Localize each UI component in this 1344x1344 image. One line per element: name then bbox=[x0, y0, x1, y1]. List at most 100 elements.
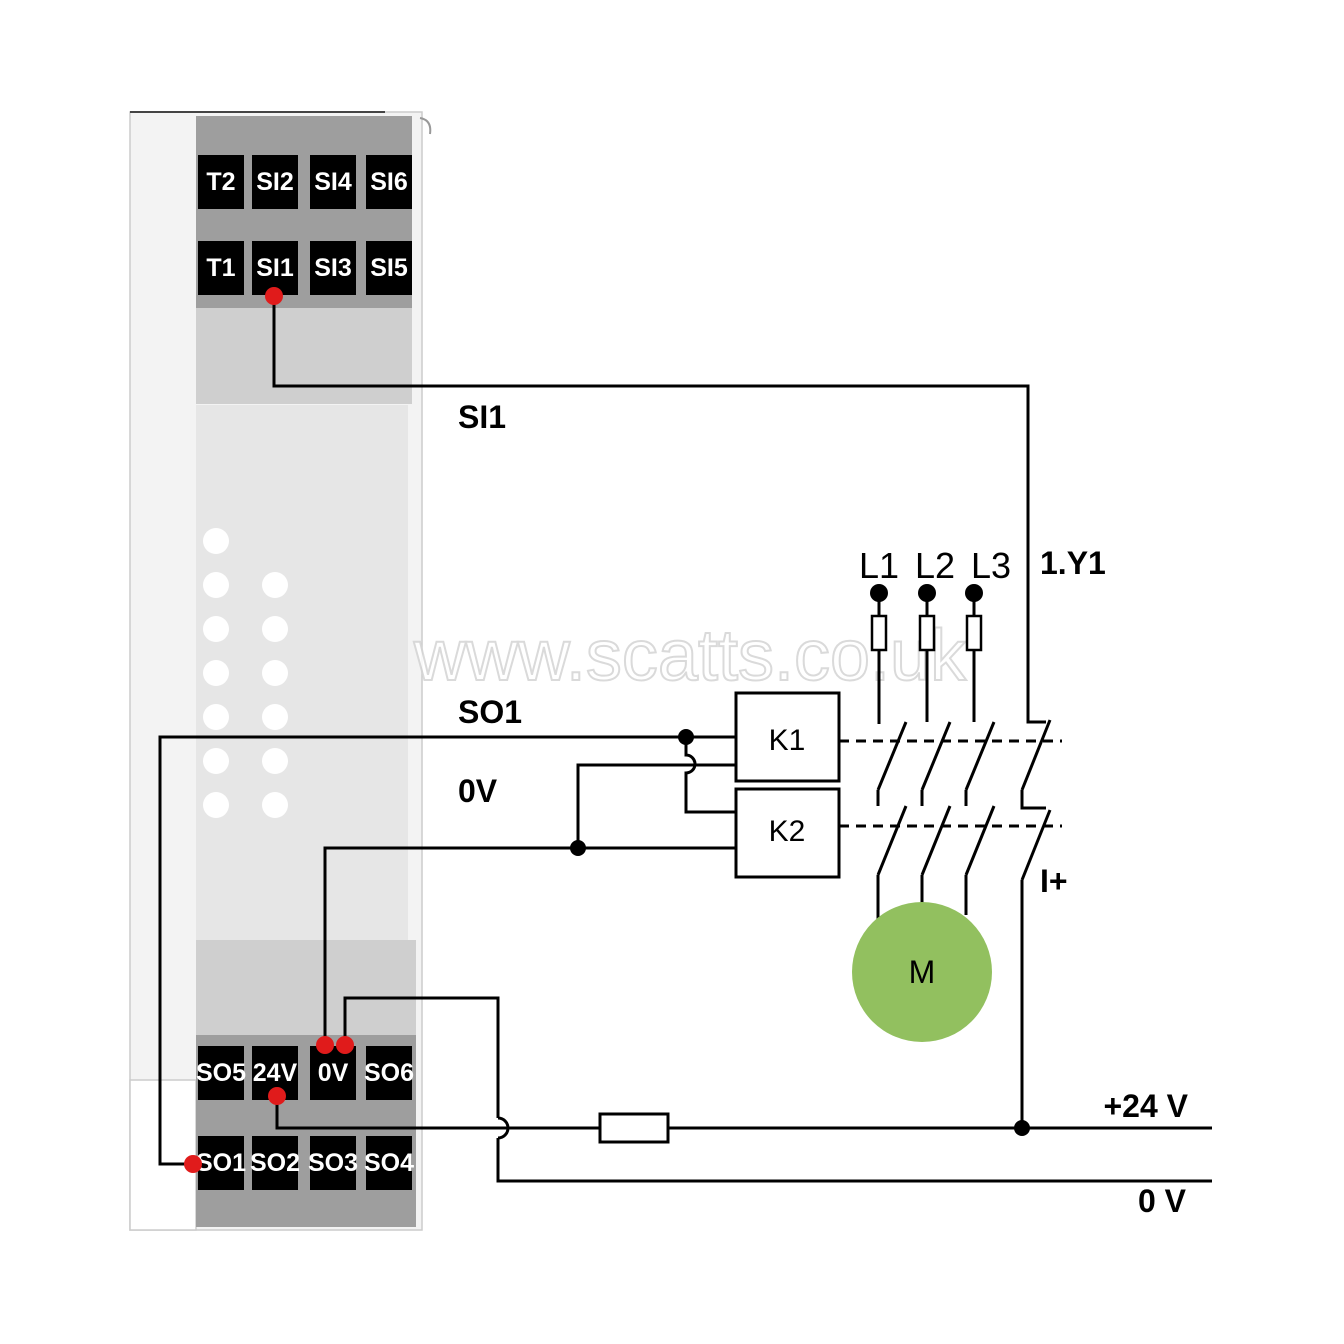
terminal-row-top-upper: T2 SI2 SI4 SI6 bbox=[198, 155, 412, 209]
wires bbox=[158, 296, 1212, 1183]
label-1y1: 1.Y1 bbox=[1040, 545, 1106, 581]
label-0v-rail: 0 V bbox=[1138, 1183, 1187, 1219]
terminal-body bbox=[310, 1046, 356, 1100]
wire-y1-stub bbox=[1026, 720, 1046, 724]
phase-l1 bbox=[870, 584, 908, 920]
terminal-so3: SO3 bbox=[308, 1136, 358, 1190]
wire-so1 bbox=[158, 735, 736, 1166]
wire-so1-k2 bbox=[684, 737, 736, 814]
terminal-label: SI1 bbox=[256, 254, 294, 282]
bottom-terminal-cover bbox=[196, 940, 416, 1035]
terminal-label: SO6 bbox=[364, 1059, 414, 1087]
label-0v: 0V bbox=[458, 773, 498, 809]
contactor-k1: K1 bbox=[734, 691, 841, 783]
contact-l3-k1 bbox=[964, 721, 996, 791]
contact-l1-k2 bbox=[876, 805, 908, 876]
wire-si1 bbox=[272, 296, 1030, 720]
terminal-so4: SO4 bbox=[364, 1136, 414, 1190]
terminal-label: SO5 bbox=[196, 1059, 246, 1087]
terminal-body bbox=[310, 1136, 356, 1190]
contact-l2-k1 bbox=[920, 721, 952, 791]
wire-0v-rail-down bbox=[343, 996, 500, 1118]
terminal-label: SI3 bbox=[314, 254, 352, 282]
label-si1: SI1 bbox=[458, 399, 506, 435]
terminal-body bbox=[366, 241, 412, 295]
label-so1: SO1 bbox=[458, 694, 522, 730]
terminal-si6: SI6 bbox=[366, 155, 412, 209]
terminal-t2: T2 bbox=[198, 155, 244, 209]
label-l1: L1 bbox=[859, 545, 899, 586]
terminal-body bbox=[310, 241, 356, 295]
k1-label: K1 bbox=[769, 724, 806, 757]
connection-0v-b bbox=[336, 1036, 354, 1054]
fuse-l3 bbox=[965, 614, 983, 652]
module-center-panel bbox=[196, 405, 408, 940]
fuse-l1 bbox=[870, 614, 888, 652]
junction-24v bbox=[1014, 1120, 1030, 1136]
label-i-plus: I+ bbox=[1040, 863, 1068, 899]
terminal-body bbox=[366, 155, 412, 209]
contact-l1-k1 bbox=[876, 721, 908, 791]
terminal-si5: SI5 bbox=[366, 241, 412, 295]
terminal-body bbox=[198, 241, 244, 295]
terminal-so2: SO2 bbox=[250, 1136, 300, 1190]
terminal-label: SO1 bbox=[196, 1149, 246, 1177]
connection-24v bbox=[268, 1087, 286, 1105]
terminal-label: SO4 bbox=[364, 1149, 414, 1177]
k2-label: K2 bbox=[769, 815, 806, 848]
rail-0v bbox=[496, 1138, 1212, 1183]
wire-24v bbox=[275, 1096, 600, 1130]
terminal-label: SI2 bbox=[256, 168, 294, 196]
wire-0v-k1 bbox=[576, 763, 736, 848]
wire-contact-bridge bbox=[1020, 790, 1046, 810]
fuse-l2 bbox=[918, 614, 936, 652]
terminal-0v: 0V bbox=[310, 1046, 356, 1100]
phase-l3 bbox=[964, 584, 996, 915]
connection-si1 bbox=[265, 287, 283, 305]
junction-so1 bbox=[678, 729, 694, 745]
terminal-label: 0V bbox=[318, 1059, 349, 1087]
fuse-24v bbox=[598, 1112, 670, 1144]
terminal-si3: SI3 bbox=[310, 241, 356, 295]
terminal-so6: SO6 bbox=[364, 1046, 414, 1100]
label-plus-24v: +24 V bbox=[1103, 1088, 1188, 1124]
motor: M bbox=[852, 902, 992, 1042]
led-indicators bbox=[203, 528, 288, 818]
terminal-row-top-lower: T1 SI1 SI3 SI5 bbox=[198, 241, 412, 295]
wire-0v bbox=[323, 846, 736, 1045]
contact-l2-k2 bbox=[920, 805, 952, 876]
terminal-label: SI6 bbox=[370, 168, 408, 196]
terminal-body bbox=[252, 155, 298, 209]
motor-circle bbox=[852, 902, 992, 1042]
terminal-body bbox=[366, 1046, 412, 1100]
terminal-body bbox=[310, 155, 356, 209]
terminal-so1: SO1 bbox=[196, 1136, 246, 1190]
terminal-body bbox=[366, 1136, 412, 1190]
phase-lines bbox=[870, 584, 996, 920]
terminal-so5: SO5 bbox=[196, 1046, 246, 1100]
terminal-body bbox=[198, 1136, 244, 1190]
terminal-label: SO3 bbox=[308, 1149, 358, 1177]
terminal-body bbox=[252, 1136, 298, 1190]
contact-l3-k2 bbox=[964, 805, 996, 876]
terminal-si1: SI1 bbox=[252, 241, 298, 295]
label-l3: L3 bbox=[971, 545, 1011, 586]
terminal-si4: SI4 bbox=[310, 155, 356, 209]
terminal-t1: T1 bbox=[198, 241, 244, 295]
contact-y1-k1 bbox=[1020, 719, 1052, 791]
terminal-label: SI5 bbox=[370, 254, 408, 282]
terminal-body bbox=[252, 241, 298, 295]
phase-l2 bbox=[918, 584, 952, 905]
connection-so1 bbox=[184, 1155, 202, 1173]
terminal-body bbox=[198, 1046, 244, 1100]
terminal-label: 24V bbox=[253, 1059, 298, 1087]
label-l2: L2 bbox=[915, 545, 955, 586]
terminal-label: T2 bbox=[206, 168, 235, 196]
contactor-k2: K2 bbox=[734, 787, 841, 879]
terminal-label: SO2 bbox=[250, 1149, 300, 1177]
terminal-label: SI4 bbox=[314, 168, 352, 196]
motor-label: M bbox=[909, 954, 936, 990]
